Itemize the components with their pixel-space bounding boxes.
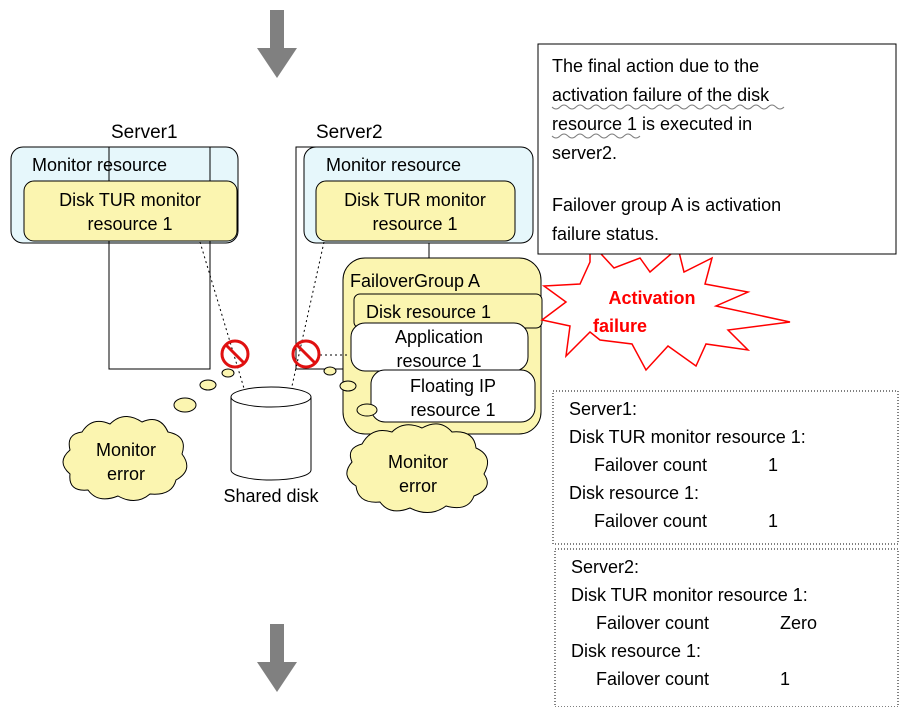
server2-monitor-link: [289, 241, 325, 396]
down-arrow-icon: [257, 10, 297, 78]
server1-monitor-link: [199, 241, 247, 396]
thought-bubbles-left: [173, 368, 235, 413]
status1-disk-count-value: 1: [768, 511, 778, 531]
status2-disk-count-label: Failover count: [596, 669, 709, 689]
monitor-error-right-line1: Monitor: [388, 452, 448, 472]
status2-monitor-count-value: Zero: [780, 613, 817, 633]
server1-label: Server1: [111, 122, 178, 143]
server1-monitor-item: [23, 180, 238, 242]
thought-bubbles-right: [323, 366, 378, 417]
status1-disk-label: Disk resource 1:: [569, 483, 699, 503]
thought-cloud-icon: [62, 416, 188, 501]
thought-cloud-icon: [346, 423, 489, 513]
status1-monitor-label: Disk TUR monitor resource 1:: [569, 427, 806, 447]
note-line6: failure status.: [552, 224, 659, 244]
shared-disk-label: Shared disk: [223, 486, 319, 506]
note-line3: resource 1 is executed in: [552, 114, 752, 134]
server2-monitor-title: Monitor resource: [326, 155, 461, 175]
note-line5: Failover group A is activation: [552, 195, 781, 215]
floating-ip-resource-line2: resource 1: [410, 400, 495, 420]
status-box-server1: [552, 390, 899, 545]
status1-monitor-count-value: 1: [768, 455, 778, 475]
note-box: [537, 43, 897, 255]
application-resource-line2: resource 1: [396, 351, 481, 371]
monitor-error-left-line1: Monitor: [96, 440, 156, 460]
server1-box: [108, 146, 211, 370]
prohibited-icon: [291, 339, 321, 369]
status1-monitor-count-label: Failover count: [594, 455, 707, 475]
monitor-error-left-line2: error: [107, 464, 145, 484]
status1-disk-count-label: Failover count: [594, 511, 707, 531]
application-resource-line1: Application: [395, 327, 483, 347]
status2-disk-count-value: 1: [780, 669, 790, 689]
server1-monitor-item-line1: Disk TUR monitor: [59, 190, 201, 210]
status2-monitor-label: Disk TUR monitor resource 1:: [571, 585, 808, 605]
activation-failure-line1: Activation: [608, 288, 695, 308]
explosion-burst-icon: [540, 240, 791, 372]
disk-cylinder-icon: [230, 386, 312, 481]
server2-monitor-item-line2: resource 1: [372, 214, 457, 234]
note-underline-2: [551, 133, 641, 139]
monitor-error-right-line2: error: [399, 476, 437, 496]
server2-monitor-item-line1: Disk TUR monitor: [344, 190, 486, 210]
note-line4: server2.: [552, 143, 617, 163]
status2-title: Server2:: [571, 557, 639, 577]
prohibited-icon: [220, 339, 250, 369]
note-underline-1: [551, 104, 785, 110]
note-line1: The final action due to the: [552, 56, 759, 76]
server2-monitor-item: [315, 180, 516, 242]
floating-ip-resource-box: [370, 369, 536, 423]
server1-monitor-item-line2: resource 1: [87, 214, 172, 234]
failover-group-title: FailoverGroup A: [350, 271, 480, 291]
activation-failure-line2: failure: [593, 316, 647, 336]
down-arrow-icon: [257, 624, 297, 692]
server1-monitor-title: Monitor resource: [32, 155, 167, 175]
status2-disk-label: Disk resource 1:: [571, 641, 701, 661]
status1-title: Server1:: [569, 399, 637, 419]
floating-ip-resource-line1: Floating IP: [410, 376, 496, 396]
status-box-server2: [554, 548, 899, 707]
status2-monitor-count-label: Failover count: [596, 613, 709, 633]
server2-label: Server2: [316, 122, 383, 143]
note-line2: activation failure of the disk: [552, 85, 770, 105]
disk-resource-label: Disk resource 1: [366, 302, 491, 322]
